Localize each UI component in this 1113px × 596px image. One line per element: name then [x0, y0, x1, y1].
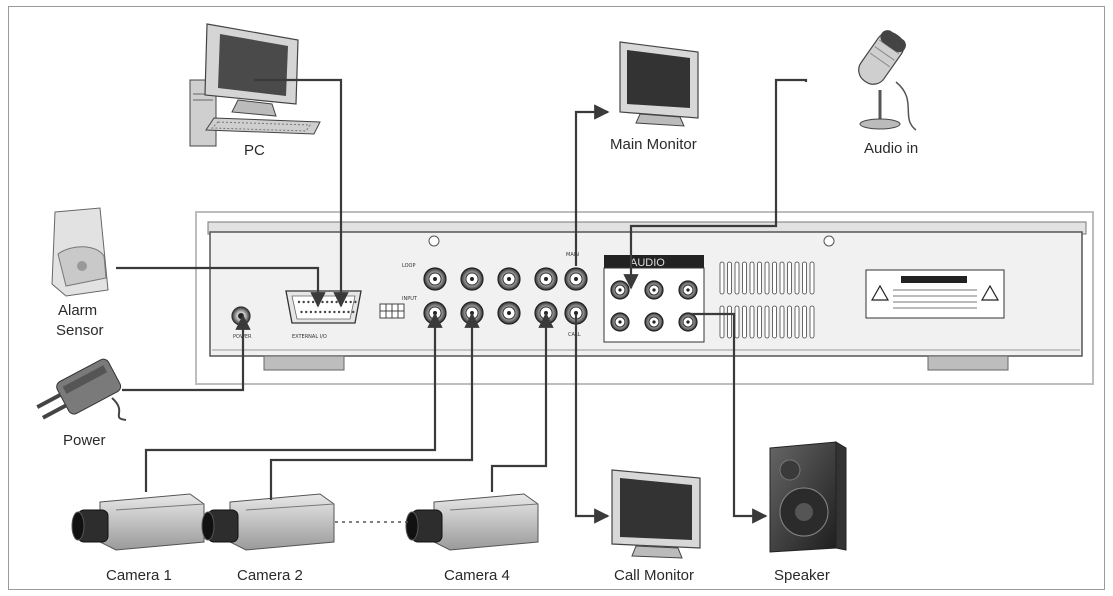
main-port-label: MAIN	[566, 252, 579, 258]
main-bnc	[564, 267, 588, 291]
loop-label: LOOP	[402, 263, 416, 269]
audio-in-label: Audio in	[864, 140, 919, 157]
loop-bnc-3	[497, 267, 521, 291]
diagram-frame	[8, 6, 1105, 590]
audio-bnc-6	[678, 312, 698, 332]
cable-camera2-to-input2	[269, 312, 480, 500]
audio-bnc-4	[610, 312, 630, 332]
main-monitor-icon	[619, 41, 699, 127]
cable-alarm-to-external-io	[116, 266, 326, 308]
input-label: INPUT	[402, 296, 418, 302]
input-bnc-3	[497, 301, 521, 325]
call-bnc	[564, 301, 588, 325]
pc-label: PC	[244, 142, 265, 159]
pc-icon	[189, 23, 321, 147]
cable-pc-to-external-io	[254, 78, 349, 308]
speaker-icon	[769, 441, 847, 553]
alarm-sensor-icon	[51, 207, 109, 297]
call-monitor-icon	[611, 469, 701, 559]
camera4-label: Camera 4	[444, 567, 510, 584]
speaker-label: Speaker	[774, 567, 830, 584]
cables	[116, 78, 808, 524]
warning-label	[865, 269, 1005, 319]
call-port-label: CALL	[568, 332, 581, 338]
video-bnc-connectors	[423, 267, 588, 325]
alarm-sensor-label-line2: Sensor	[56, 322, 104, 339]
audio-bnc-1	[610, 280, 630, 300]
camera2-label: Camera 2	[237, 567, 303, 584]
camera-4-icon	[405, 493, 539, 551]
audio-title: AUDIO	[630, 257, 665, 269]
main-monitor-label: Main Monitor	[610, 136, 697, 153]
alarm-sensor-label-line1: Alarm	[58, 302, 98, 319]
audio-bnc-5	[644, 312, 664, 332]
power-adapter-icon	[36, 358, 127, 421]
cable-main-out-to-monitor	[574, 104, 610, 266]
microphone-icon	[858, 30, 917, 131]
call-monitor-label: Call Monitor	[614, 567, 695, 584]
cable-camera1-to-input1	[144, 312, 443, 492]
cable-power-to-socket	[122, 314, 251, 392]
camera-2-icon	[201, 493, 335, 551]
audio-bnc-2	[644, 280, 664, 300]
dip-switch	[379, 303, 405, 319]
cable-mic-to-audio-in	[623, 78, 808, 290]
camera-1-icon	[71, 493, 205, 551]
loop-bnc-1	[423, 267, 447, 291]
cable-call-out-to-monitor	[574, 314, 610, 524]
audio-bnc-3	[678, 280, 698, 300]
loop-bnc-2	[460, 267, 484, 291]
loop-bnc-4	[534, 267, 558, 291]
power-label: Power	[63, 432, 106, 449]
audio-block: AUDIO	[603, 255, 705, 343]
external-io-label: EXTERNAL I/O	[292, 334, 327, 340]
cable-audio-out-to-speaker	[690, 312, 768, 524]
camera1-label: Camera 1	[106, 567, 172, 584]
cable-camera4-to-input4	[490, 312, 554, 492]
